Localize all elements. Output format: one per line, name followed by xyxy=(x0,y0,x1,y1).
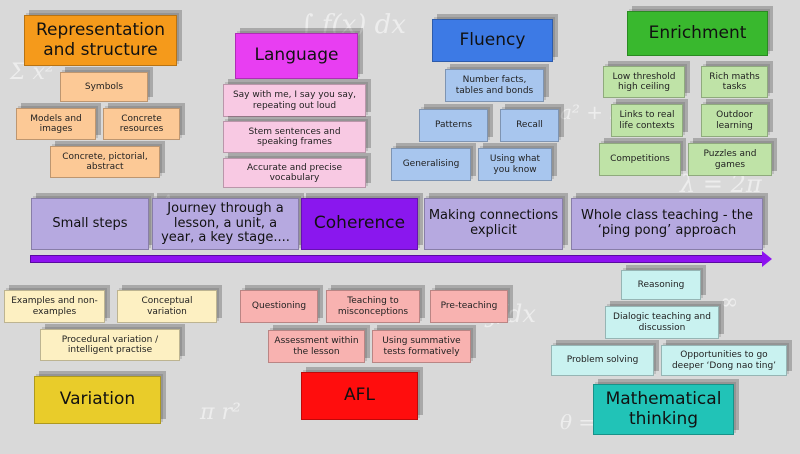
language-title: Language xyxy=(235,33,358,79)
coherence-item-journey: Journey through a lesson, a unit, a year… xyxy=(152,198,299,250)
afl-item-questioning: Questioning xyxy=(240,290,318,323)
language-item-vocab: Accurate and precise vocabulary xyxy=(223,158,366,188)
coherence-item-ping-pong: Whole class teaching - the ‘ping pong’ a… xyxy=(571,198,763,250)
coherence-title: Coherence xyxy=(301,198,418,250)
enrichment-item-competitions: Competitions xyxy=(599,143,681,176)
coherence-item-small-steps: Small steps xyxy=(31,198,149,250)
mt-item-reasoning: Reasoning xyxy=(621,270,701,300)
enrichment-item-real-life: Links to real life contexts xyxy=(611,104,683,137)
enrichment-item-rich-tasks: Rich maths tasks xyxy=(701,66,768,98)
representation-title: Representation and structure xyxy=(24,15,177,66)
variation-title: Variation xyxy=(34,376,161,424)
fluency-item-facts: Number facts, tables and bonds xyxy=(445,69,544,102)
enrichment-item-low-threshold: Low threshold high ceiling xyxy=(603,66,685,98)
enrichment-title: Enrichment xyxy=(627,11,768,56)
afl-item-assessment: Assessment within the lesson xyxy=(268,330,365,363)
enrichment-item-puzzles: Puzzles and games xyxy=(688,143,772,176)
representation-item-models: Models and images xyxy=(16,108,96,140)
variation-item-procedural: Procedural variation / intelligent pract… xyxy=(40,329,180,361)
afl-item-summative: Using summative tests formatively xyxy=(372,330,471,363)
fluency-item-using: Using what you know xyxy=(478,148,552,181)
coherence-arrow xyxy=(30,251,772,267)
mt-item-deeper: Opportunities to go deeper ‘Dong nao tin… xyxy=(661,345,787,376)
fluency-item-recall: Recall xyxy=(500,109,559,142)
language-item-say: Say with me, I say you say, repeating ou… xyxy=(223,84,366,117)
mt-item-dialogic: Dialogic teaching and discussion xyxy=(605,306,719,339)
enrichment-item-outdoor: Outdoor learning xyxy=(701,104,768,137)
representation-item-symbols: Symbols xyxy=(60,72,148,102)
variation-item-conceptual: Conceptual variation xyxy=(117,290,217,323)
mt-title: Mathematical thinking xyxy=(593,384,734,435)
mt-item-problem-solving: Problem solving xyxy=(551,345,654,376)
language-item-stem: Stem sentences and speaking frames xyxy=(223,121,366,153)
fluency-item-patterns: Patterns xyxy=(419,109,488,142)
afl-title: AFL xyxy=(301,372,418,420)
afl-item-pre-teaching: Pre-teaching xyxy=(430,290,508,323)
representation-item-concrete: Concrete resources xyxy=(103,108,180,140)
afl-item-misconceptions: Teaching to misconceptions xyxy=(326,290,420,323)
variation-item-examples: Examples and non-examples xyxy=(4,290,105,323)
fluency-title: Fluency xyxy=(432,19,553,62)
fluency-item-generalising: Generalising xyxy=(391,148,471,181)
representation-item-cpa: Concrete, pictorial, abstract xyxy=(50,146,160,178)
coherence-item-connections: Making connections explicit xyxy=(424,198,563,250)
